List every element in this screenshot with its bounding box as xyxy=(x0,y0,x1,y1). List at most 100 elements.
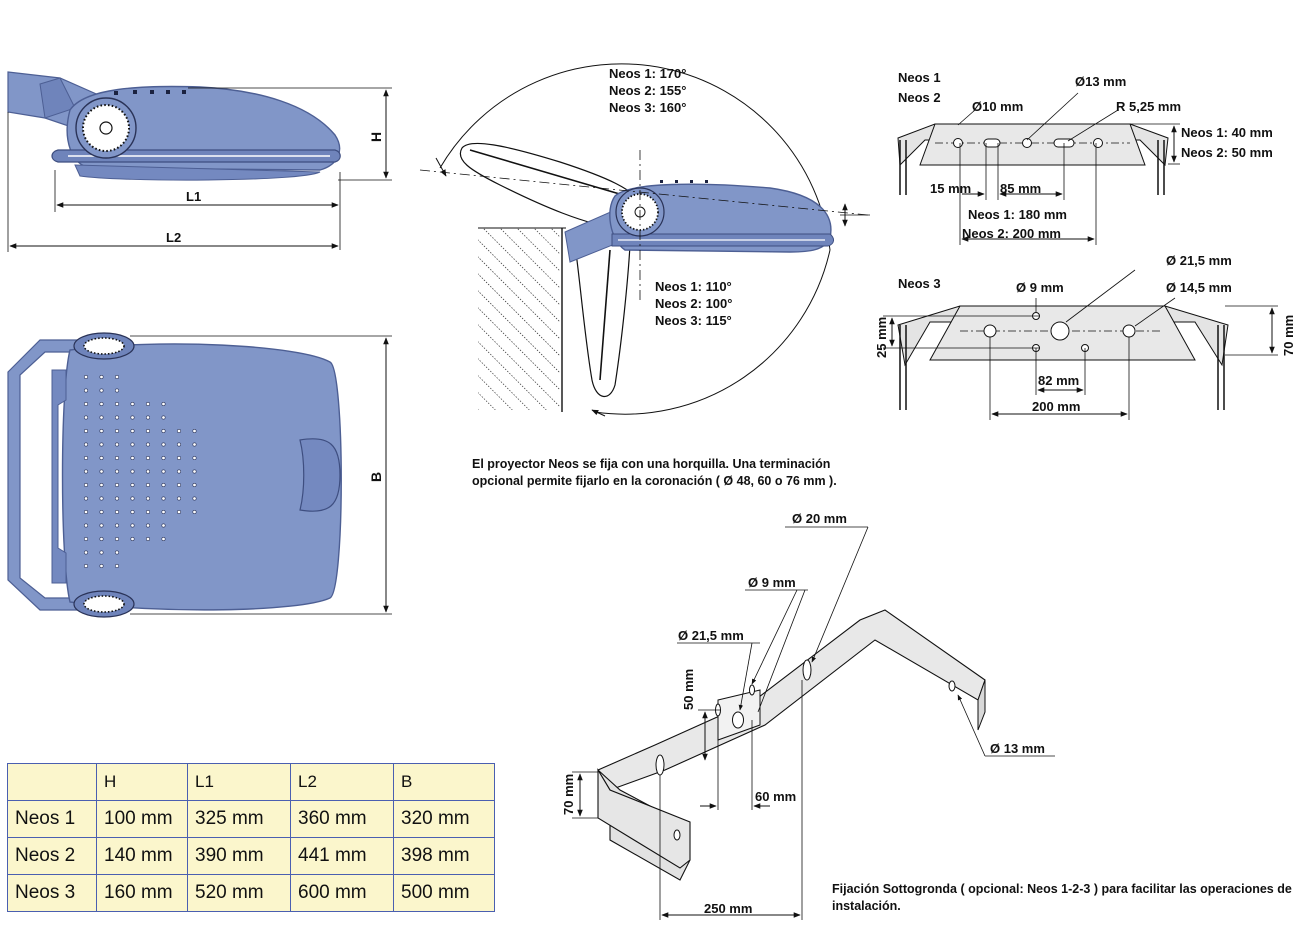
tilt-lower-neos2: Neos 2: 100° xyxy=(655,296,733,311)
sotto-caption: Fijación Sottogronda ( opcional: Neos 1-… xyxy=(832,882,1292,913)
vent-hole xyxy=(99,536,104,541)
vent-hole xyxy=(146,523,151,528)
bracket3-d215: Ø 21,5 mm xyxy=(1166,253,1232,268)
bracket12-d85: 85 mm xyxy=(1000,181,1042,196)
vent-hole xyxy=(161,469,166,474)
tilt-lower-neos1: Neos 1: 110° xyxy=(655,279,732,294)
vent-hole xyxy=(161,401,166,406)
bracket12-h1: Neos 1: 40 mm xyxy=(1181,125,1273,140)
dim-l1-label: L1 xyxy=(186,189,202,204)
bracket12-d10: Ø10 mm xyxy=(972,99,1024,114)
vent-hole xyxy=(99,496,104,501)
bracket12-d13: Ø13 mm xyxy=(1075,74,1127,89)
table-cell: 600 mm xyxy=(290,874,394,912)
vent-hole xyxy=(99,509,104,514)
vent-hole xyxy=(115,563,120,568)
vent-hole xyxy=(99,415,104,420)
sotto-d215: Ø 21,5 mm xyxy=(678,628,744,643)
vent-hole xyxy=(146,428,151,433)
vent-hole xyxy=(161,428,166,433)
vent-hole xyxy=(130,455,135,460)
vent-hole xyxy=(161,482,166,487)
vent-hole xyxy=(130,401,135,406)
vent-hole xyxy=(99,482,104,487)
sotto-d9: Ø 9 mm xyxy=(748,575,796,590)
vent-hole xyxy=(115,415,120,420)
bracket12-title2: Neos 2 xyxy=(898,90,941,105)
vent-hole xyxy=(84,563,89,568)
bracket-neos3 xyxy=(883,269,1278,420)
vent-hole xyxy=(84,523,89,528)
vent-hole xyxy=(177,496,182,501)
tilt-diagram xyxy=(419,63,870,417)
bracket12-title1: Neos 1 xyxy=(898,70,941,85)
vent-hole xyxy=(84,455,89,460)
vent-hole xyxy=(146,415,151,420)
vent-hole xyxy=(192,496,197,501)
vent-hole xyxy=(177,482,182,487)
vent-hole xyxy=(146,536,151,541)
tilt-upper-labels: Neos 1: 170° Neos 2: 155° Neos 3: 160° xyxy=(609,65,686,116)
dim-l2-label: L2 xyxy=(166,230,182,245)
dimensions-table: H L1 L2 B Neos 1 100 mm 325 mm 360 mm 32… xyxy=(7,763,495,912)
vent-hole xyxy=(84,482,89,487)
vent-hole xyxy=(146,469,151,474)
vent-hole xyxy=(99,455,104,460)
table-cell: 140 mm xyxy=(96,837,188,875)
dim-b-label: B xyxy=(368,471,384,482)
vent-hole xyxy=(84,536,89,541)
vent-hole xyxy=(192,455,197,460)
vent-hole xyxy=(99,374,104,379)
vent-hole xyxy=(115,469,120,474)
sotto-h50: 50 mm xyxy=(681,668,696,710)
vent-hole xyxy=(99,563,104,568)
table-cell: 398 mm xyxy=(393,837,495,875)
vent-hole xyxy=(177,455,182,460)
vent-hole xyxy=(146,509,151,514)
bracket3-h25: 25 mm xyxy=(874,316,889,358)
table-cell: 160 mm xyxy=(96,874,188,912)
tilt-upper-neos3: Neos 3: 160° xyxy=(609,100,687,115)
vent-hole xyxy=(161,496,166,501)
vent-hole xyxy=(192,509,197,514)
vent-hole xyxy=(115,442,120,447)
table-cell: 320 mm xyxy=(393,800,495,838)
vent-hole xyxy=(161,536,166,541)
table-cell: 441 mm xyxy=(290,837,394,875)
vent-hole xyxy=(99,442,104,447)
tilt-upper-neos2: Neos 2: 155° xyxy=(609,83,687,98)
vent-hole xyxy=(84,496,89,501)
side-view-luminaire xyxy=(7,71,392,252)
table-row: Neos 2 140 mm 390 mm 441 mm 398 mm xyxy=(7,837,495,875)
vent-hole xyxy=(177,469,182,474)
table-header-cell: H xyxy=(96,763,188,801)
bracket12-w2: Neos 2: 200 mm xyxy=(962,226,1061,241)
vent-hole xyxy=(115,509,120,514)
table-row: Neos 1 100 mm 325 mm 360 mm 320 mm xyxy=(7,800,495,838)
tilt-upper-neos1: Neos 1: 170° xyxy=(609,66,687,81)
tilt-lower-labels: Neos 1: 110° Neos 2: 100° Neos 3: 115° xyxy=(655,278,732,329)
bracket3-d9: Ø 9 mm xyxy=(1016,280,1064,295)
vent-hole xyxy=(99,428,104,433)
table-cell: 325 mm xyxy=(187,800,291,838)
bracket3-w82: 82 mm xyxy=(1038,373,1080,388)
sotto-w250: 250 mm xyxy=(704,901,753,916)
vent-hole xyxy=(84,509,89,514)
vent-hole xyxy=(115,496,120,501)
table-header-cell: B xyxy=(393,763,495,801)
vent-hole xyxy=(192,442,197,447)
vent-hole xyxy=(130,482,135,487)
vent-hole xyxy=(115,482,120,487)
vent-hole xyxy=(130,428,135,433)
vent-hole xyxy=(130,469,135,474)
vent-hole xyxy=(115,536,120,541)
vent-hole xyxy=(84,428,89,433)
bracket12-h2: Neos 2: 50 mm xyxy=(1181,145,1273,160)
vent-hole xyxy=(192,428,197,433)
vent-hole xyxy=(161,523,166,528)
vent-hole xyxy=(115,428,120,433)
table-cell: Neos 1 xyxy=(7,800,97,838)
bracket3-h70: 70 mm xyxy=(1281,314,1296,356)
table-cell: 360 mm xyxy=(290,800,394,838)
